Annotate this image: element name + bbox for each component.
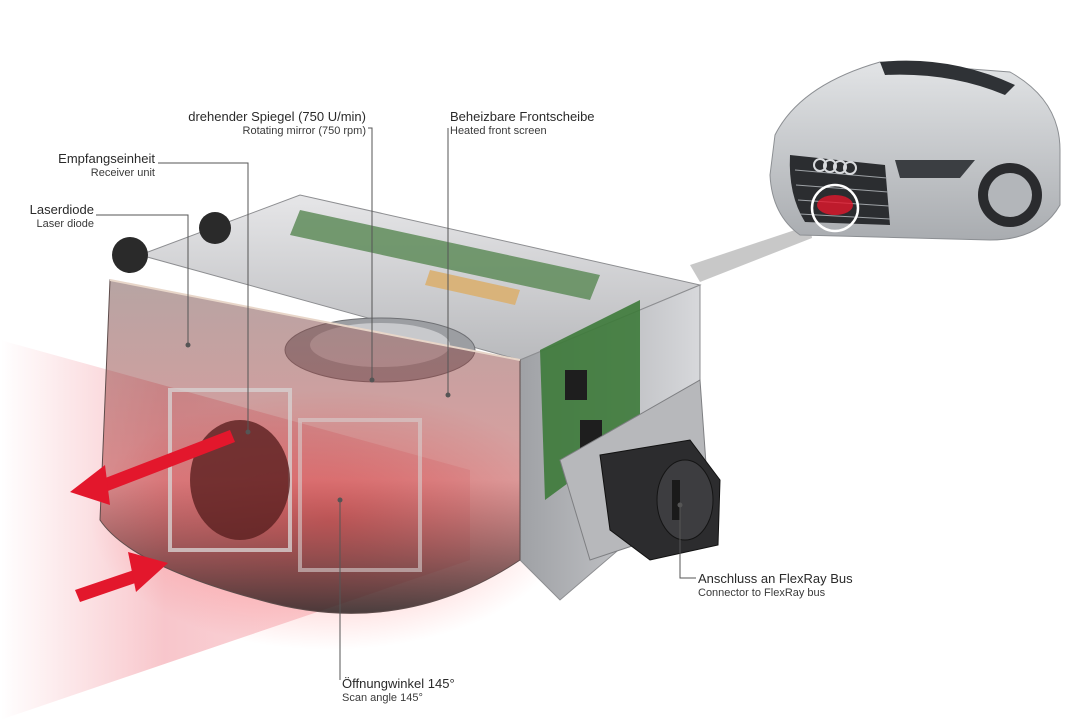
callout-flexray-connector: Anschluss an FlexRay Bus Connector to Fl… bbox=[698, 571, 853, 600]
lidar-housing bbox=[99, 194, 711, 614]
leader-receiver bbox=[158, 162, 249, 432]
callout-flexray-connector-de: Anschluss an FlexRay Bus bbox=[698, 571, 853, 586]
callout-receiver-unit: Empfangseinheit Receiver unit bbox=[20, 151, 155, 180]
callout-receiver-unit-de: Empfangseinheit bbox=[58, 151, 155, 166]
callout-flexray-connector-en: Connector to FlexRay bus bbox=[698, 586, 826, 599]
audi-a8-front-icon bbox=[769, 60, 1061, 241]
callout-scan-angle: Öffnungwinkel 145° Scan angle 145° bbox=[342, 676, 455, 705]
callout-laser-diode: Laserdiode Laser diode bbox=[10, 202, 95, 231]
callout-heated-front-screen-en: Heated front screen bbox=[450, 124, 547, 137]
leader-dots bbox=[185, 342, 683, 508]
callout-heated-front-screen: Beheizbare Frontscheibe Heated front scr… bbox=[450, 109, 595, 138]
leader-connector bbox=[679, 505, 696, 579]
callout-rotating-mirror: drehender Spiegel (750 U/min) Rotating m… bbox=[150, 109, 366, 138]
leader-laser bbox=[96, 214, 189, 345]
callout-heated-front-screen-de: Beheizbare Frontscheibe bbox=[450, 109, 595, 124]
leader-lines bbox=[96, 127, 696, 680]
car-link-beam bbox=[690, 225, 812, 282]
callout-laser-diode-de: Laserdiode bbox=[29, 202, 94, 217]
red-arrow-incoming-icon bbox=[75, 552, 168, 602]
leader-mirror bbox=[368, 127, 373, 380]
callout-scan-angle-en: Scan angle 145° bbox=[342, 691, 423, 704]
red-arrow-outgoing-icon bbox=[70, 430, 235, 505]
callout-scan-angle-de: Öffnungwinkel 145° bbox=[342, 676, 455, 691]
callout-rotating-mirror-en: Rotating mirror (750 rpm) bbox=[242, 124, 366, 137]
flexray-connector bbox=[599, 439, 721, 561]
callout-rotating-mirror-de: drehender Spiegel (750 U/min) bbox=[188, 109, 366, 124]
callout-laser-diode-en: Laser diode bbox=[36, 217, 95, 230]
callout-receiver-unit-en: Receiver unit bbox=[90, 166, 155, 179]
